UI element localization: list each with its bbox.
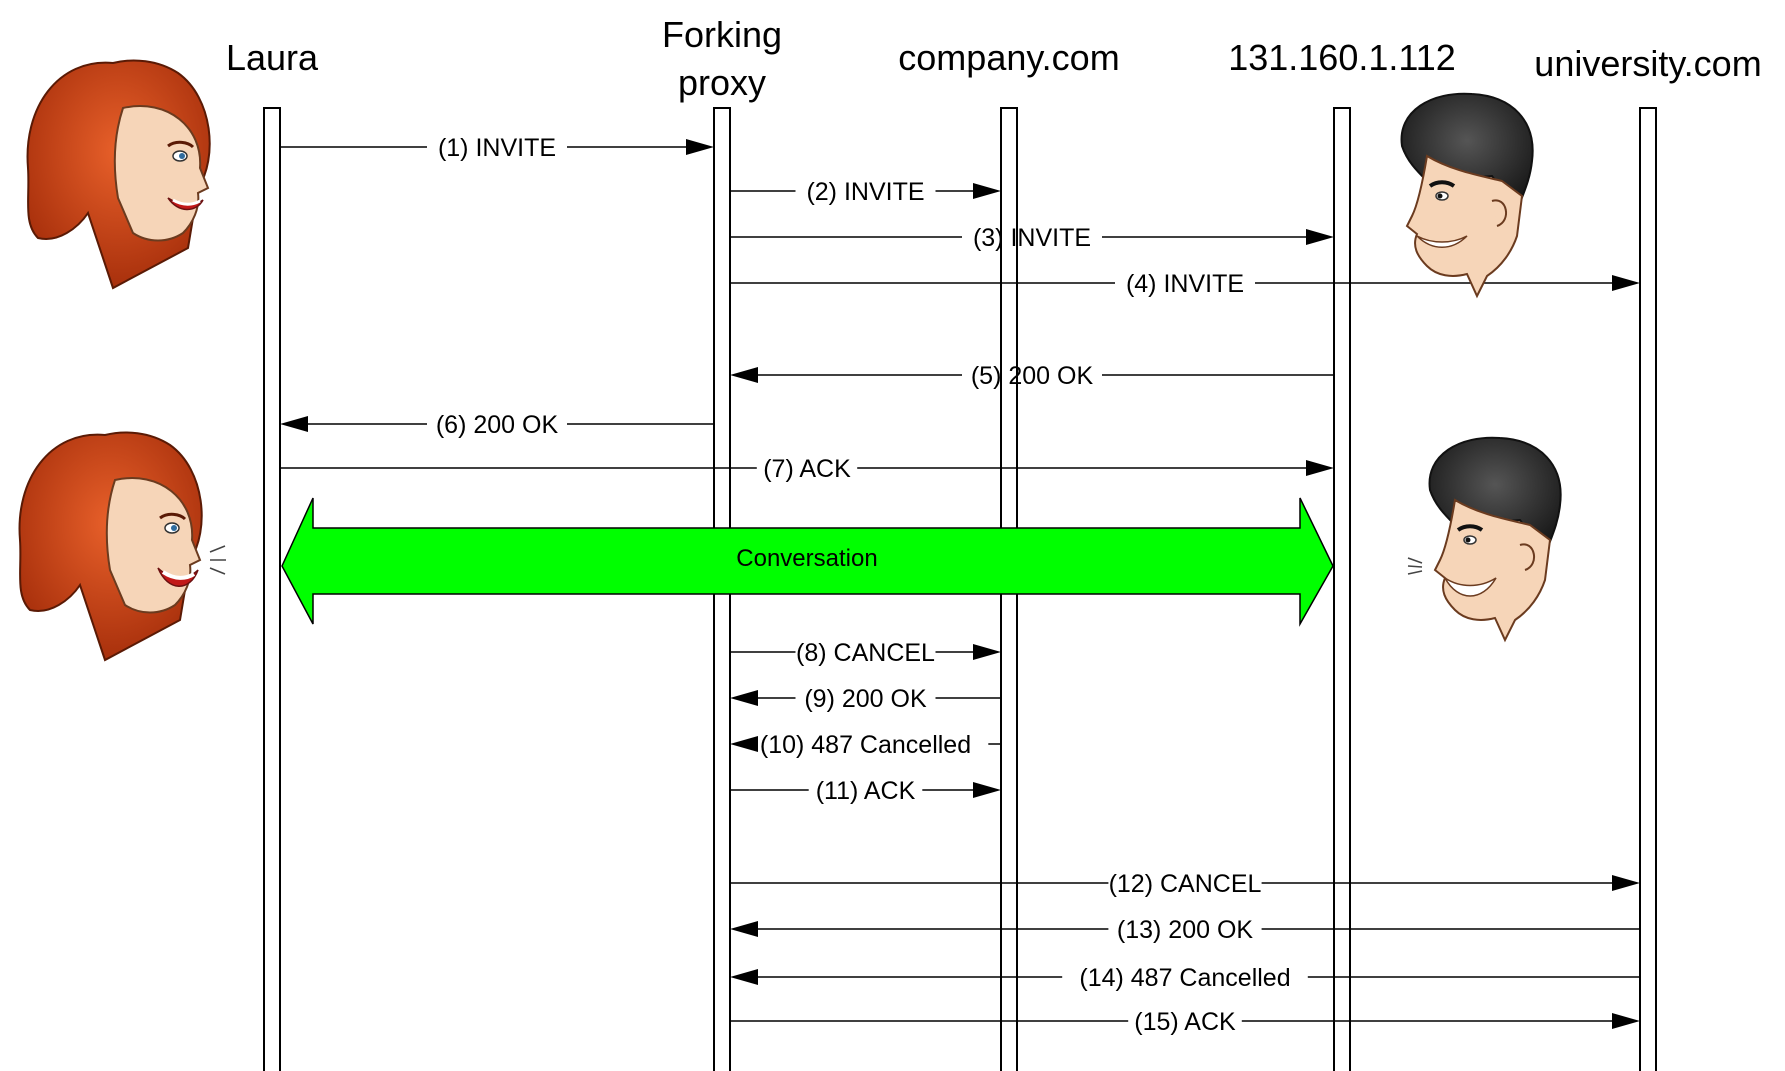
arrowhead	[730, 736, 758, 752]
message-label: (15) ACK	[1134, 1008, 1236, 1036]
woman-face-icon	[20, 432, 226, 660]
arrowhead	[1306, 460, 1334, 476]
arrowhead	[730, 690, 758, 706]
arrowhead	[973, 644, 1001, 660]
message-arrow: (7) ACK	[280, 455, 1334, 483]
arrowhead	[280, 416, 308, 432]
lifeline-ip	[1334, 108, 1350, 1071]
arrowhead	[1306, 229, 1334, 245]
message-label: (12) CANCEL	[1109, 870, 1262, 898]
message-label: (14) 487 Cancelled	[1079, 964, 1290, 992]
message-arrow: (4) INVITE	[730, 270, 1640, 298]
message-label: (4) INVITE	[1126, 270, 1244, 298]
message-label: (10) 487 Cancelled	[760, 731, 971, 759]
message-label: (7) ACK	[763, 455, 851, 483]
arrowhead	[730, 367, 758, 383]
message-label: (2) INVITE	[806, 178, 924, 206]
participant-label-company: company.com	[898, 37, 1119, 78]
participant-headers: Laura Forking proxy company.com 131.160.1.11…	[226, 14, 1762, 103]
message-label: (11) ACK	[816, 777, 916, 805]
lifeline-laura	[264, 108, 280, 1071]
arrowhead	[730, 921, 758, 937]
arrowhead	[730, 969, 758, 985]
message-arrow: (9) 200 OK	[730, 685, 1001, 713]
man-face-icon	[1408, 438, 1561, 640]
message-label: (8) CANCEL	[796, 639, 935, 667]
message-arrow: (1) INVITE	[280, 134, 714, 162]
participant-label-proxy: Forking	[662, 14, 782, 55]
participant-label-laura: Laura	[226, 37, 319, 78]
arrowhead	[1612, 1013, 1640, 1029]
message-arrow: (6) 200 OK	[280, 411, 714, 439]
lifeline-university	[1640, 108, 1656, 1071]
arrowhead	[686, 139, 714, 155]
message-arrow: (13) 200 OK	[730, 916, 1640, 944]
arrowhead	[973, 183, 1001, 199]
conversation-label: Conversation	[736, 545, 877, 572]
arrowhead	[973, 782, 1001, 798]
speech-lines-icon	[1408, 558, 1422, 574]
message-arrow: (12) CANCEL	[730, 870, 1640, 898]
message-label: (9) 200 OK	[804, 685, 927, 713]
conversation-band: Conversation	[282, 498, 1333, 624]
arrowhead	[1612, 875, 1640, 891]
message-arrow: (3) INVITE	[730, 224, 1334, 252]
woman-face-icon	[28, 60, 210, 288]
message-arrow: (10) 487 Cancelled	[730, 731, 1001, 759]
participant-label-university: university.com	[1534, 43, 1761, 84]
man-face-icon	[1402, 94, 1533, 296]
message-arrow: (5) 200 OK	[730, 362, 1334, 390]
arrowhead	[1612, 275, 1640, 291]
participant-label-proxy: proxy	[678, 62, 766, 103]
message-arrow: (14) 487 Cancelled	[730, 964, 1640, 992]
message-label: (1) INVITE	[438, 134, 556, 162]
message-arrow: (15) ACK	[730, 1008, 1640, 1036]
message-arrow: (2) INVITE	[730, 178, 1001, 206]
message-label: (13) 200 OK	[1117, 916, 1254, 944]
message-label: (5) 200 OK	[971, 362, 1094, 390]
participant-label-ip: 131.160.1.112	[1228, 37, 1456, 78]
message-arrow: (11) ACK	[730, 777, 1001, 805]
message-arrow: (8) CANCEL	[730, 639, 1001, 667]
message-label: (3) INVITE	[973, 224, 1091, 252]
message-label: (6) 200 OK	[436, 411, 559, 439]
speech-lines-icon	[210, 546, 226, 574]
